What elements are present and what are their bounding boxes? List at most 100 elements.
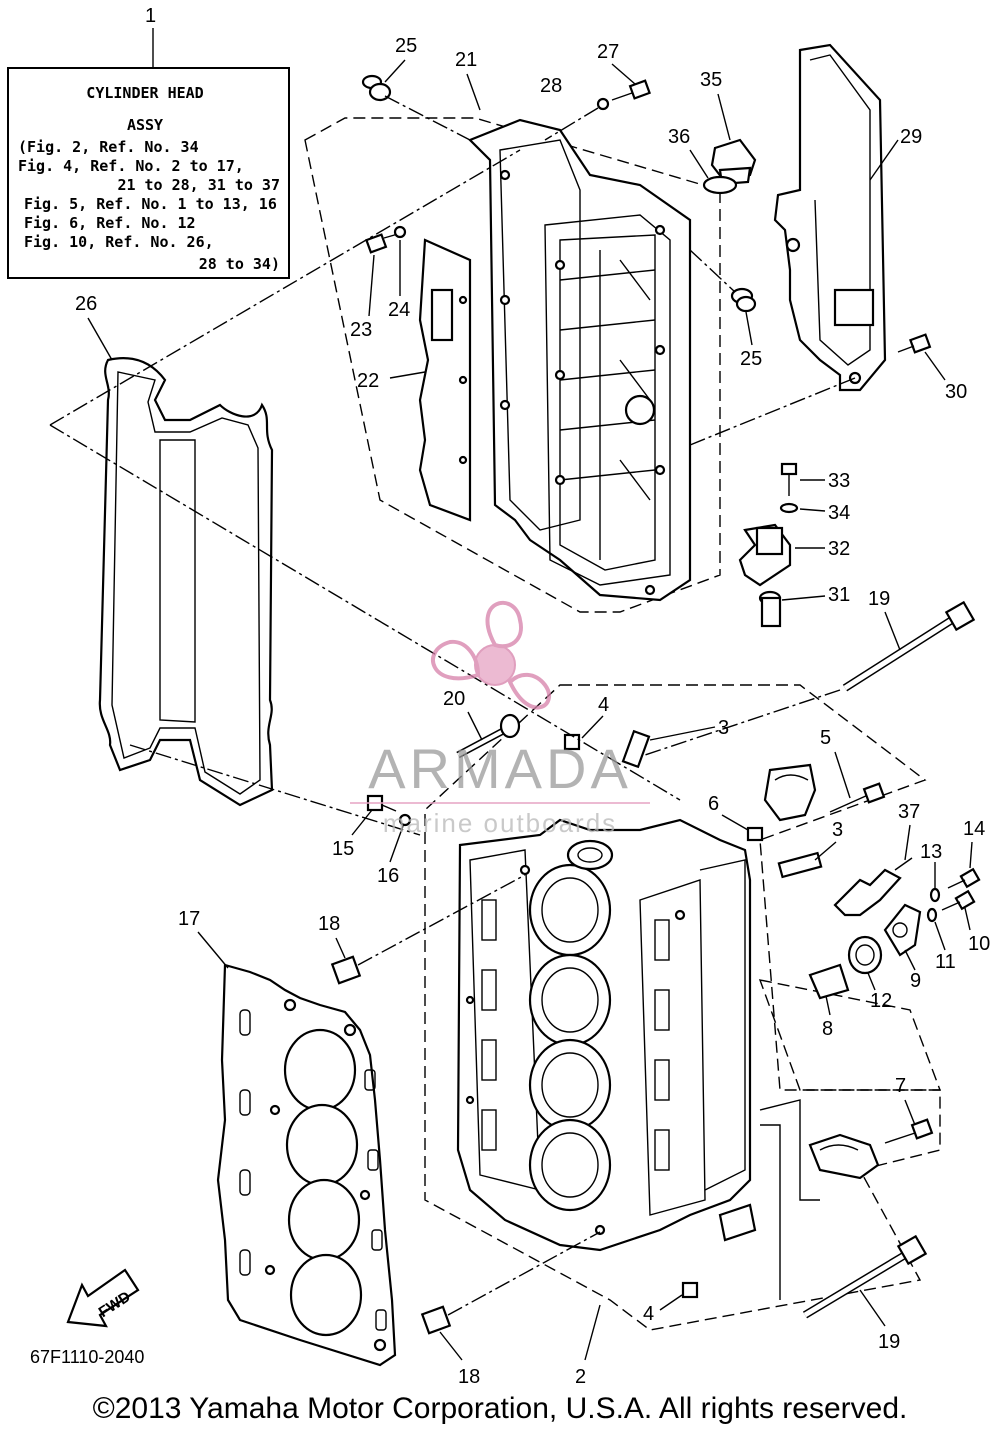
callout-4-upper: 4 [598, 694, 609, 716]
box-ref-4: Fig. 5, Ref. No. 1 to 13, 16 [24, 195, 277, 213]
callout-27: 27 [597, 41, 619, 63]
gasket-bores [283, 1028, 363, 1337]
bolt-13 [947, 867, 981, 889]
o-ring-36 [702, 175, 738, 195]
grommet-12 [847, 935, 883, 975]
box-ref-3: 21 to 28, 31 to 37 [117, 176, 280, 194]
sensor-31 [758, 590, 782, 628]
sensor-32 [738, 523, 792, 587]
callout-37: 37 [898, 801, 920, 823]
callout-7: 7 [895, 1075, 906, 1097]
bolt-23 [365, 225, 407, 254]
callout-3-upper: 3 [718, 717, 729, 739]
cylinder-head [456, 818, 757, 1252]
dowel-3-upper [621, 729, 651, 769]
cylinder-head-cover [468, 118, 692, 602]
box-ref-6: Fig. 10, Ref. No. 26, [24, 233, 214, 251]
callout-6: 6 [708, 793, 719, 815]
callout-30: 30 [945, 381, 967, 403]
box-ref-7: 28 to 34) [199, 255, 280, 273]
propeller-logo [431, 600, 552, 710]
dowel-18-upper [330, 955, 362, 985]
callout-31: 31 [828, 584, 850, 606]
callout-4-lower: 4 [643, 1303, 654, 1325]
washer-34 [779, 502, 799, 514]
callout-32: 32 [828, 538, 850, 560]
callout-12: 12 [870, 990, 892, 1012]
callout-25-top: 25 [395, 35, 417, 57]
diagram-code: 67F1110-2040 [30, 1347, 144, 1367]
box-ref-1: (Fig. 2, Ref. No. 34 [18, 138, 199, 156]
washer-16 [398, 813, 412, 827]
long-bolt-19-bottom [802, 1234, 928, 1319]
bolt-20 [456, 713, 521, 759]
fwd-arrow-icon: FWD [66, 1268, 140, 1328]
dowel-18-lower [420, 1305, 452, 1335]
callout-15: 15 [332, 838, 354, 860]
callout-28: 28 [540, 75, 562, 97]
callout-8: 8 [822, 1018, 833, 1040]
spark-plug [833, 857, 913, 917]
oil-filler-cap [702, 138, 757, 195]
sensor-group-outline [758, 979, 942, 1091]
callout-11: 11 [935, 951, 956, 973]
temp-sensor-8 [808, 963, 850, 1000]
callout-26: 26 [75, 293, 97, 315]
callout-9: 9 [910, 970, 921, 992]
cover-plate [418, 238, 472, 522]
callout-35: 35 [700, 69, 722, 91]
callout-36: 36 [668, 126, 690, 148]
washer-14 [929, 887, 941, 903]
bracket-5 [763, 763, 817, 822]
callout-34: 34 [828, 502, 850, 524]
callout-14: 13 [920, 841, 942, 863]
callout-2: 2 [575, 1366, 586, 1388]
callout-5: 5 [820, 727, 831, 749]
watermark-tagline: marine outboards [383, 808, 617, 838]
head-gasket [216, 963, 397, 1367]
title-box: 1 CYLINDER HEAD ASSY (Fig. 2, Ref. No. 3… [7, 5, 290, 279]
callout-1: 1 [145, 5, 156, 27]
cover-9 [883, 903, 922, 957]
bolt-10 [941, 889, 976, 911]
bolt-27 [596, 79, 651, 111]
bolt-5 [829, 782, 886, 813]
upper-group-outline [304, 117, 721, 613]
cover-bolt-holes [499, 169, 666, 596]
callout-16: 16 [377, 865, 399, 887]
callout-18-upper: 18 [318, 913, 340, 935]
callout-10: 10 [968, 933, 990, 955]
bolt-33 [780, 462, 798, 496]
callout-17: 17 [178, 908, 200, 930]
callout-3-lower: 3 [832, 819, 843, 841]
wire-harness-bracket [773, 43, 887, 392]
head-cover-gasket [98, 357, 274, 807]
callout-20: 20 [443, 688, 465, 710]
long-bolt-19-top [842, 600, 976, 692]
callout-19-top: 19 [868, 588, 890, 610]
callout-24: 24 [388, 299, 410, 321]
callout-25-right: 25 [740, 348, 762, 370]
box-ref-5: Fig. 6, Ref. No. 12 [24, 214, 196, 232]
callout-33: 33 [828, 470, 850, 492]
bolt-30 [897, 333, 932, 354]
washer-11 [926, 907, 938, 923]
bolt-7 [884, 1118, 934, 1144]
box-ref-2: Fig. 4, Ref. No. 2 to 17, [18, 157, 244, 175]
callout-22: 22 [357, 370, 379, 392]
plug-4-lower [681, 1281, 699, 1299]
callout-13: 14 [963, 818, 985, 840]
washer-28 [596, 97, 610, 111]
box-subtitle: ASSY [127, 116, 163, 134]
dowel-3-lower [777, 851, 823, 879]
callout-19-bottom: 19 [878, 1331, 900, 1353]
dowel-6 [746, 826, 764, 842]
grommet-25-right [730, 287, 757, 313]
callout-29: 29 [900, 126, 922, 148]
washer-24 [393, 225, 407, 239]
callout-18-lower: 18 [458, 1366, 480, 1388]
callout-21: 21 [455, 49, 477, 71]
watermark: ARMADA marine outboards [350, 600, 650, 838]
head-bolt-holes [465, 864, 686, 1236]
